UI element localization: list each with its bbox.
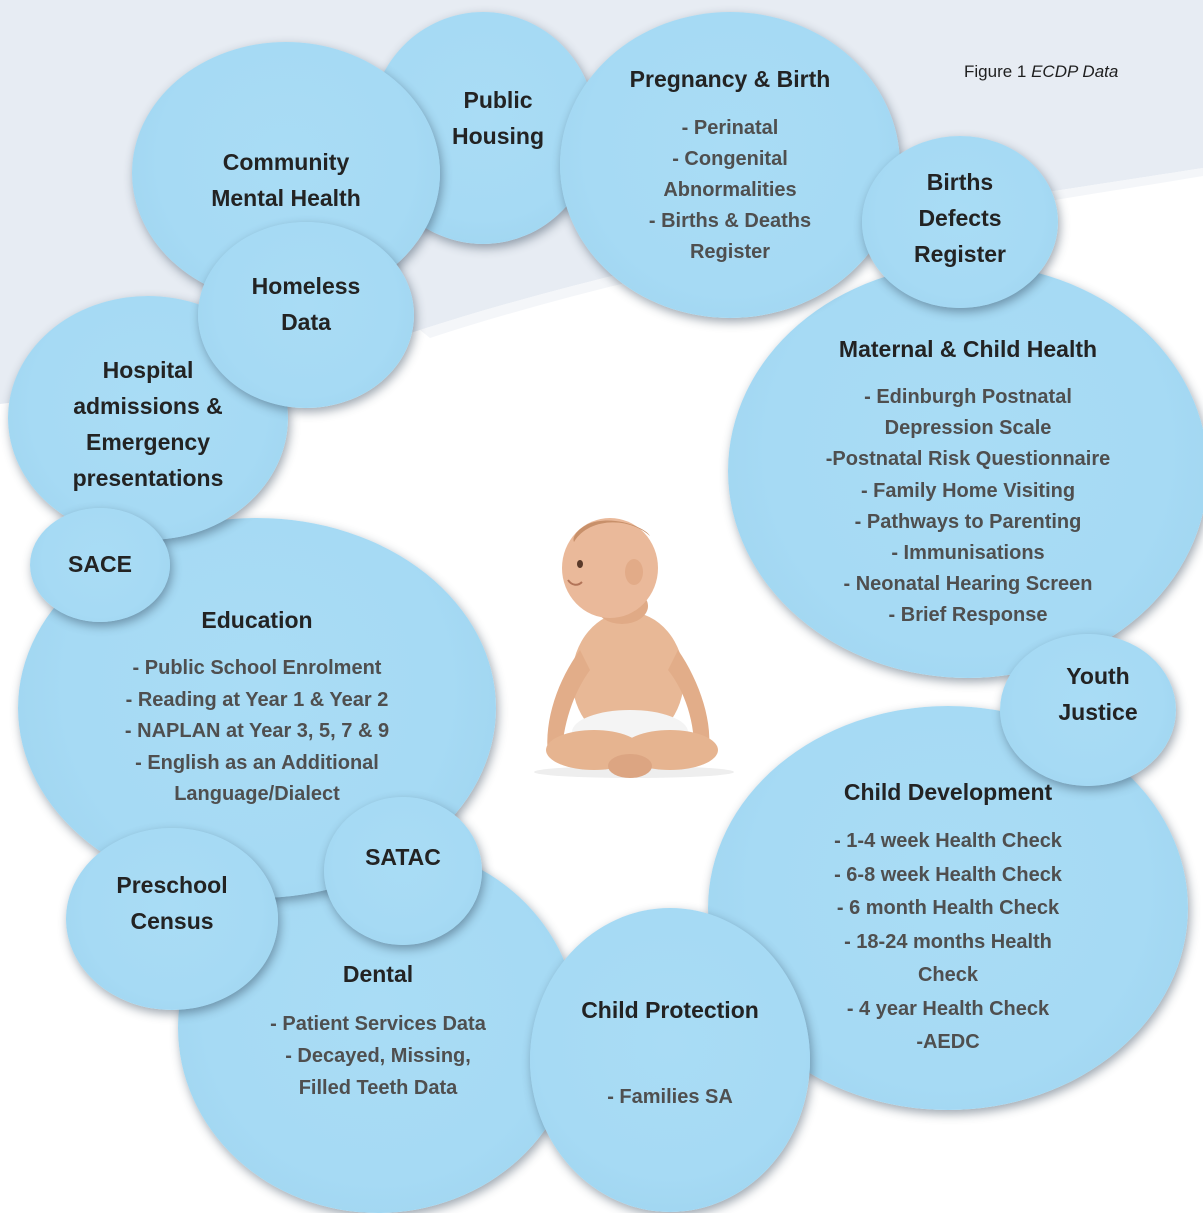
education-item: - Public School Enrolment — [132, 657, 382, 679]
pregnancy-birth-item: Register — [689, 241, 771, 263]
circle-pregnancy-birth: Pregnancy & Birth - Perinatal - Congenit… — [560, 12, 900, 318]
pregnancy-birth-item: - Congenital — [672, 148, 788, 170]
dental-item: - Patient Services Data — [270, 1013, 486, 1035]
education-item: Language/Dialect — [174, 783, 340, 805]
education-items: - Public School Enrolment - Reading at Y… — [18, 653, 496, 811]
pregnancy-birth-item: - Perinatal — [681, 117, 779, 139]
dental-item: - Decayed, Missing, — [285, 1045, 471, 1067]
education-title: Education — [201, 607, 313, 633]
education-item: - English as an Additional — [135, 751, 379, 774]
circle-homeless-data: Homeless Data — [198, 222, 414, 408]
circle-child-protection: Child Protection - Families SA — [530, 908, 810, 1212]
births-defects-register-title: Births Defects Register — [913, 169, 1007, 267]
circle-satac: SATAC — [324, 797, 482, 945]
pregnancy-birth-item: - Births & Deaths — [648, 210, 812, 232]
maternal-child-health-item: - Neonatal Hearing Screen — [843, 573, 1093, 596]
child-protection-item: - Families SA — [607, 1086, 733, 1108]
dental-items: - Patient Services Data - Decayed, Missi… — [178, 1008, 578, 1104]
child-development-item: Check — [917, 964, 979, 986]
baby-photo — [518, 510, 746, 782]
community-mental-health-title: Community Mental Health — [211, 149, 361, 211]
public-housing-title: Public Housing — [452, 87, 544, 149]
education-item: - Reading at Year 1 & Year 2 — [125, 688, 389, 711]
satac-title: SATAC — [365, 844, 441, 870]
maternal-child-health-item: - Brief Response — [888, 604, 1048, 627]
maternal-child-health-item: - Edinburgh Postnatal — [864, 386, 1072, 408]
child-development-title: Child Development — [843, 779, 1053, 805]
circle-sace: SACE — [30, 508, 170, 622]
circle-preschool-census: Preschool Census — [66, 828, 278, 1010]
youth-justice-title: Youth Justice — [1058, 663, 1138, 725]
circle-births-defects-register: Births Defects Register — [862, 136, 1058, 308]
child-development-item: -AEDC — [916, 1031, 980, 1053]
maternal-child-health-items: - Edinburgh Postnatal Depression Scale -… — [728, 382, 1203, 632]
maternal-child-health-item: - Family Home Visiting — [860, 479, 1076, 502]
child-protection-items: - Families SA — [530, 1082, 810, 1112]
pregnancy-birth-title: Pregnancy & Birth — [629, 66, 831, 92]
child-development-item: - 18-24 months Health — [844, 930, 1052, 953]
child-development-item: - 6-8 week Health Check — [834, 863, 1062, 886]
circle-maternal-child-health: Maternal & Child Health - Edinburgh Post… — [728, 264, 1203, 678]
maternal-child-health-title: Maternal & Child Health — [838, 336, 1098, 362]
child-development-item: - 6 month Health Check — [836, 897, 1060, 919]
child-development-item: - 4 year Health Check — [846, 997, 1050, 1020]
homeless-data-title: Homeless Data — [251, 273, 361, 335]
education-item: - NAPLAN at Year 3, 5, 7 & 9 — [124, 720, 390, 742]
preschool-census-title: Preschool Census — [116, 872, 228, 934]
pregnancy-birth-item: Abnormalities — [663, 179, 797, 201]
circle-youth-justice: Youth Justice — [1000, 634, 1176, 786]
maternal-child-health-item: - Immunisations — [891, 542, 1045, 565]
sace-title: SACE — [68, 551, 132, 577]
maternal-child-health-item: - Pathways to Parenting — [854, 510, 1082, 533]
dental-title: Dental — [342, 961, 414, 987]
pregnancy-birth-items: - Perinatal - Congenital Abnormalities -… — [560, 113, 900, 268]
child-development-items: - 1-4 week Health Check - 6-8 week Healt… — [708, 825, 1188, 1060]
dental-item: Filled Teeth Data — [298, 1077, 458, 1099]
child-development-item: - 1-4 week Health Check — [834, 830, 1062, 852]
maternal-child-health-item: Depression Scale — [884, 417, 1052, 440]
maternal-child-health-item: -Postnatal Risk Questionnaire — [825, 448, 1111, 471]
figure-caption: Figure 1 ECDP Data — [964, 62, 1119, 81]
hospital-title: Hospital admissions & Emergency presenta… — [72, 357, 224, 491]
child-protection-title: Child Protection — [581, 997, 759, 1023]
